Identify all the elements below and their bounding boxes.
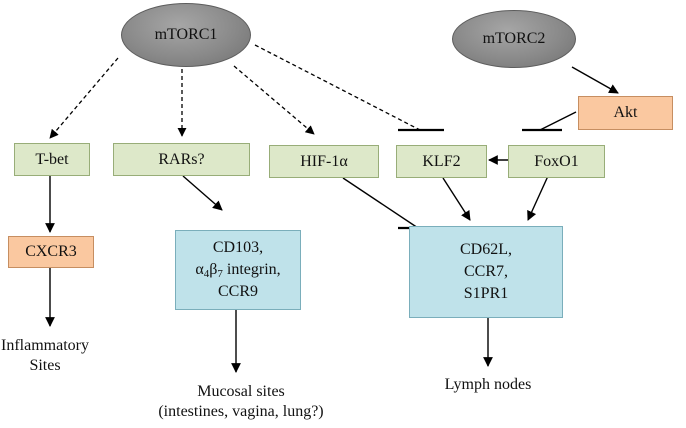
rars-node: RARs? xyxy=(113,143,250,176)
akt-label: Akt xyxy=(613,104,638,121)
mucosal-sites-line2: (intestines, vagina, lung?) xyxy=(158,403,324,420)
mucosal-homing-text: CD103, α4β7 integrin, CCR9 xyxy=(195,237,280,303)
rars-label: RARs? xyxy=(158,150,205,168)
lymph-nodes-label: Lymph nodes xyxy=(418,375,558,395)
mucosal-line1: CD103, xyxy=(212,239,264,256)
klf2-node: KLF2 xyxy=(396,145,487,178)
lymph-line3: S1PR1 xyxy=(463,285,509,302)
lymph-line2: CCR7, xyxy=(463,263,508,280)
edge-mtorc1-hif1a xyxy=(233,65,315,135)
mucosal-sites-line1: Mucosal sites xyxy=(197,383,285,400)
mtorc1-label: mTORC1 xyxy=(154,26,218,43)
foxo1-node: FoxO1 xyxy=(508,145,605,178)
edge-mtorc1-tbet xyxy=(49,57,119,139)
lymph-homing-box: CD62L, CCR7, S1PR1 xyxy=(409,226,563,318)
beta-subscript: 7 xyxy=(217,268,223,280)
lymph-nodes-text: Lymph nodes xyxy=(444,376,532,393)
mtorc2-label: mTORC2 xyxy=(482,30,546,47)
mtorc1-node: mTORC1 xyxy=(121,3,251,67)
mtorc2-node: mTORC2 xyxy=(452,10,576,68)
alpha-subscript: 4 xyxy=(203,268,210,280)
tbet-label: T-bet xyxy=(35,150,69,168)
edge-mtorc1-klf2-inhibit xyxy=(254,44,421,131)
integrin-text: integrin, xyxy=(222,261,281,278)
lymph-homing-text: CD62L, CCR7, S1PR1 xyxy=(460,239,512,305)
alpha-symbol: α xyxy=(195,261,204,278)
mucosal-sites-label: Mucosal sites (intestines, vagina, lung?… xyxy=(146,382,336,422)
mucosal-line3: CCR9 xyxy=(217,283,258,300)
edge-mtorc2-akt xyxy=(571,66,619,94)
tbet-node: T-bet xyxy=(14,143,90,176)
edge-hif1a-lymph-inhibit xyxy=(342,177,419,229)
beta-symbol: β xyxy=(209,261,218,278)
lymph-line1: CD62L, xyxy=(460,241,512,258)
edge-foxo1-lymph xyxy=(527,175,549,221)
hif1a-node: HIF-1α xyxy=(269,145,379,178)
edge-klf2-lymph xyxy=(442,177,471,221)
akt-node: Akt xyxy=(578,96,673,130)
inflammatory-line1: Inflammatory xyxy=(1,337,89,354)
mucosal-homing-box: CD103, α4β7 integrin, CCR9 xyxy=(175,230,301,310)
hif1a-label: HIF-1α xyxy=(300,152,348,170)
inflammatory-line2: Sites xyxy=(29,357,61,374)
edge-akt-foxo1-inhibit xyxy=(539,111,577,131)
cxcr3-node: CXCR3 xyxy=(8,236,94,268)
klf2-label: KLF2 xyxy=(422,152,461,170)
mucosal-line2: α4β7 integrin, xyxy=(195,259,280,281)
foxo1-label: FoxO1 xyxy=(534,152,579,170)
cxcr3-label: CXCR3 xyxy=(25,243,77,260)
inflammatory-sites-label: Inflammatory Sites xyxy=(0,336,90,376)
edge-rars-mucosal xyxy=(182,175,223,211)
